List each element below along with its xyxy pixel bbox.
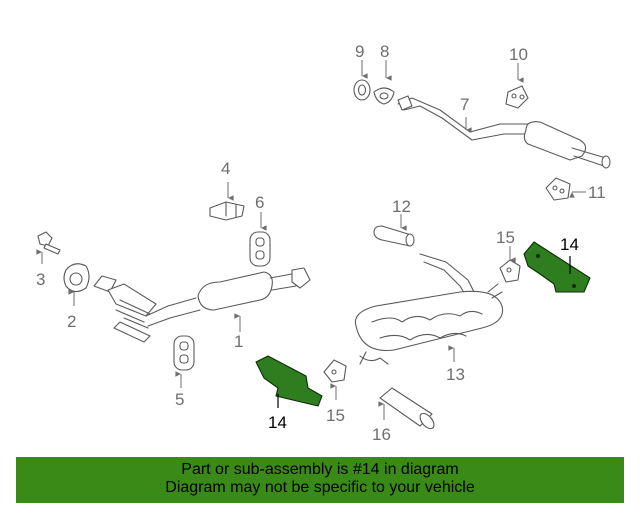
part-15-hanger-upper[interactable]: 15 xyxy=(496,228,521,283)
callout-6: 6 xyxy=(255,193,264,212)
part-13-muffler[interactable]: 13 xyxy=(354,253,504,384)
callout-15-upper: 15 xyxy=(496,228,515,247)
callout-10: 10 xyxy=(509,45,528,64)
part-16-exhaust-tip[interactable]: 16 xyxy=(372,387,437,444)
callout-16: 16 xyxy=(372,425,391,444)
callout-3: 3 xyxy=(36,270,45,289)
callout-14-left: 14 xyxy=(268,413,287,432)
part-info-banner: Part or sub-assembly is #14 in diagram D… xyxy=(16,457,624,503)
callout-15-lower: 15 xyxy=(326,406,345,425)
part-15-hanger-lower[interactable]: 15 xyxy=(323,359,347,425)
part-5-hanger[interactable]: 5 xyxy=(173,335,195,409)
exhaust-parts-diagram: 9 8 10 7 11 4 xyxy=(36,42,611,444)
part-10-hanger[interactable]: 10 xyxy=(505,45,529,109)
part-14-heat-shield-left[interactable]: 14 xyxy=(255,355,323,432)
callout-2: 2 xyxy=(67,312,76,331)
part-11-hanger[interactable]: 11 xyxy=(545,177,606,202)
part-2-gasket[interactable]: 2 xyxy=(63,263,90,331)
callout-7: 7 xyxy=(460,95,469,114)
callout-11: 11 xyxy=(588,183,606,202)
part-9-grommet[interactable]: 9 xyxy=(353,42,371,101)
part-3-bolt[interactable]: 3 xyxy=(36,231,61,289)
callout-12: 12 xyxy=(392,197,411,216)
callout-13: 13 xyxy=(446,365,465,384)
callout-4: 4 xyxy=(221,159,230,178)
part-8-gasket[interactable]: 8 xyxy=(373,42,395,105)
banner-line-1: Part or sub-assembly is #14 in diagram xyxy=(181,461,459,478)
part-1-front-pipe-converter[interactable]: 1 xyxy=(93,267,311,351)
callout-8: 8 xyxy=(380,42,389,61)
banner-line-2: Diagram may not be specific to your vehi… xyxy=(165,479,475,496)
part-7-rear-pipe[interactable]: 7 xyxy=(397,95,611,169)
part-12-clamp[interactable]: 12 xyxy=(373,197,415,247)
callout-14-right: 14 xyxy=(560,235,579,254)
callout-9: 9 xyxy=(355,42,364,61)
part-6-hanger[interactable]: 6 xyxy=(249,193,271,267)
callout-5: 5 xyxy=(175,390,184,409)
part-4-bracket[interactable]: 4 xyxy=(209,159,245,221)
callout-1: 1 xyxy=(234,332,243,351)
part-14-heat-shield-right[interactable]: 14 xyxy=(523,235,591,293)
